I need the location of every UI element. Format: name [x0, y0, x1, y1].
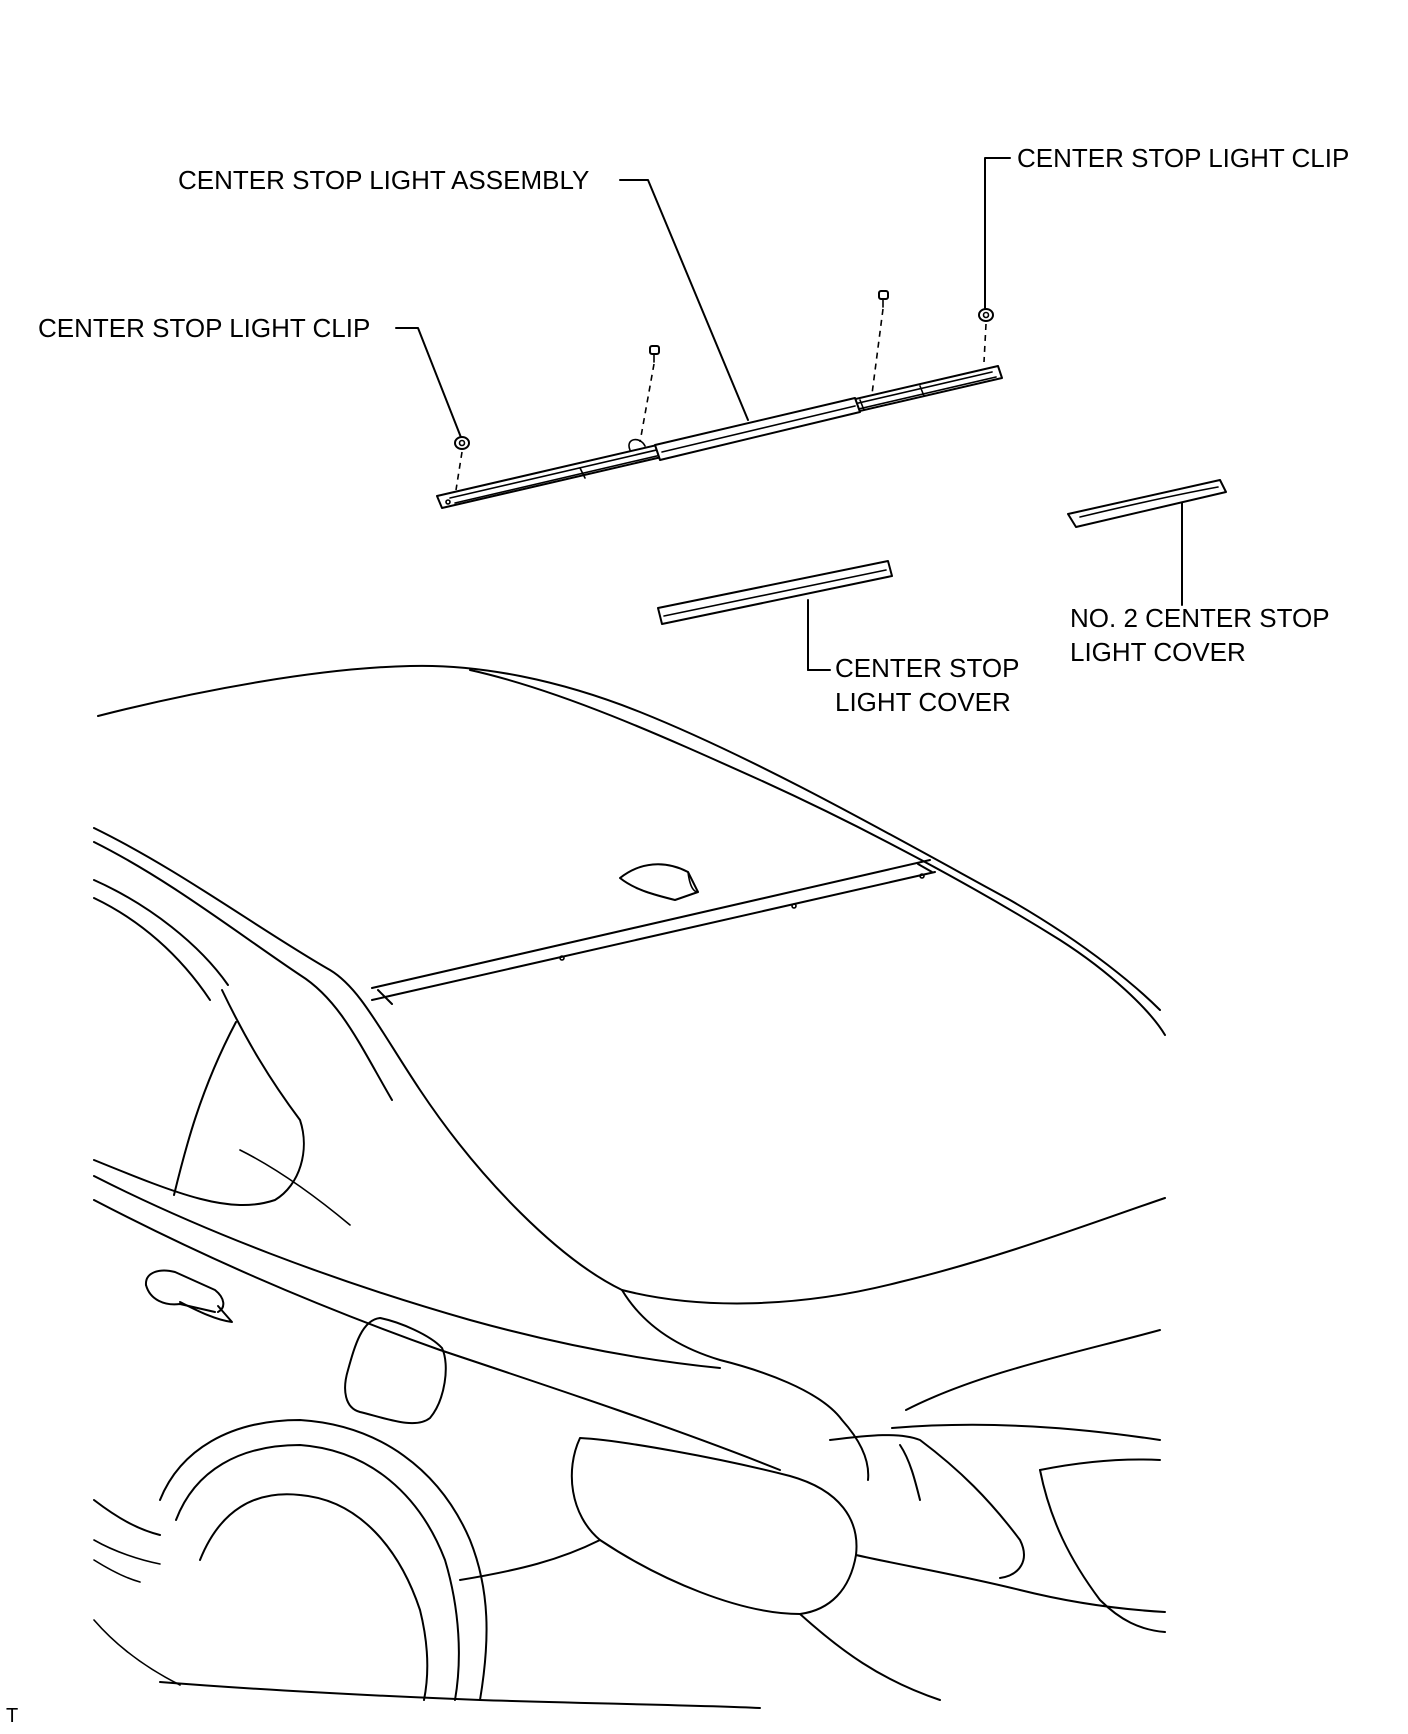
- no2-center-stop-light-cover: [1067, 479, 1227, 528]
- label-cover-line1: CENTER STOP: [835, 653, 1020, 683]
- label-no2-cover-line1: NO. 2 CENTER STOP: [1070, 603, 1330, 633]
- label-clip-left: CENTER STOP LIGHT CLIP: [38, 313, 371, 343]
- label-clip-right: CENTER STOP LIGHT CLIP: [1017, 143, 1350, 173]
- label-no2-cover-line2: LIGHT COVER: [1070, 637, 1246, 667]
- label-cover-line2: LIGHT COVER: [835, 687, 1011, 717]
- leader-clip-right: [984, 157, 1011, 309]
- corner-mark: T: [6, 1705, 19, 1727]
- center-stop-light-assembly: [436, 365, 1003, 509]
- clip-left-icon: [454, 436, 470, 450]
- clip-right-icon: [978, 308, 994, 322]
- label-assembly: CENTER STOP LIGHT ASSEMBLY: [178, 165, 590, 195]
- fuel-door: [344, 1317, 447, 1425]
- bolt-left-icon: [649, 345, 660, 363]
- bolt-right-icon: [878, 290, 889, 308]
- fasteners: [454, 290, 994, 491]
- tail-light-left: [570, 1437, 858, 1615]
- leader-assembly: [619, 179, 749, 421]
- antenna: [619, 863, 699, 901]
- leader-clip-left: [395, 327, 463, 441]
- leader-lines: [395, 157, 1183, 671]
- car-body: [93, 664, 1166, 1709]
- center-stop-light-cover: [657, 560, 893, 625]
